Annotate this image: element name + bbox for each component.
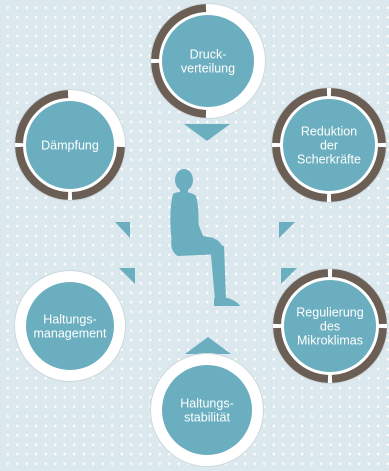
ring-segment-dark [71,146,125,200]
node-outline [271,87,387,203]
ring-segment-dark [330,88,386,144]
arrow-1 [184,124,230,141]
node-label-line: des [320,320,340,334]
ring-segment-light [15,327,69,381]
node-label-line: management [34,327,107,341]
ring-segment-light [209,62,265,118]
node-disc [162,15,254,107]
node-label-line: Scherkräfte [297,153,361,167]
person-head [175,169,193,191]
node-outline [14,270,126,382]
person-foot [214,298,240,306]
person-shin [210,244,226,300]
node-disc [162,365,252,455]
arrow-6 [115,222,130,238]
node-label-line: Haltungs- [180,397,234,411]
node-haltungsmanagement: Haltungs-management [14,270,126,382]
node-label-line: der [320,139,338,153]
node-disc [26,282,114,370]
node-outline [14,89,126,201]
ring-segment-dark [15,90,69,144]
ring-segment-light [71,90,125,144]
ring-segment-light [208,354,263,409]
ring-segment-light [71,271,125,325]
ring-segment-light [15,271,69,325]
node-label-line: Druck- [190,48,227,62]
ring-segment-dark [151,4,207,60]
node-group: Druck-verteilungReduktionderScherkräfteR… [14,3,388,467]
ring-segment-light [151,354,206,409]
arrow-5 [119,268,135,284]
node-label-line: verteilung [181,62,235,76]
ring-segment-light [151,411,206,466]
node-label-line: Mikroklimas [297,334,363,348]
arrow-3 [281,268,297,284]
arrow-4 [185,337,231,354]
ring-segment-dark [272,88,328,144]
ring-segment-dark [15,146,69,200]
person-thigh [171,236,224,256]
node-outline [150,353,264,467]
ring-segment-dark [331,327,387,383]
node-label-line: Reduktion [301,125,357,139]
ring-segment-light [208,411,263,466]
ring-segment-dark [272,146,328,202]
seated-person-icon [170,169,240,306]
ring-segment-dark [331,269,387,325]
person-torso [170,191,199,248]
ring-segment-light [71,327,125,381]
node-label-line: Dämpfung [41,139,99,153]
node-haltungsstabilitaet: Haltungs-stabilität [150,353,264,467]
node-disc [283,99,375,191]
node-disc [284,280,376,372]
node-outline [272,268,388,384]
ring-segment-dark [273,269,329,325]
arrow-2 [279,222,295,238]
ring-segment-dark [151,62,207,118]
node-label-line: Haltungs- [43,313,97,327]
node-outline [150,3,266,119]
node-disc [26,101,114,189]
ring-segment-dark [330,146,386,202]
ring-segment-light [209,4,265,60]
person-arm [180,200,214,244]
node-daempfung: Dämpfung [14,89,126,201]
node-druckverteilung: Druck-verteilung [150,3,266,119]
arrow-group [115,124,297,354]
ring-segment-dark [273,327,329,383]
node-label-line: Regulierung [296,306,363,320]
node-label-line: stabilität [184,411,230,425]
